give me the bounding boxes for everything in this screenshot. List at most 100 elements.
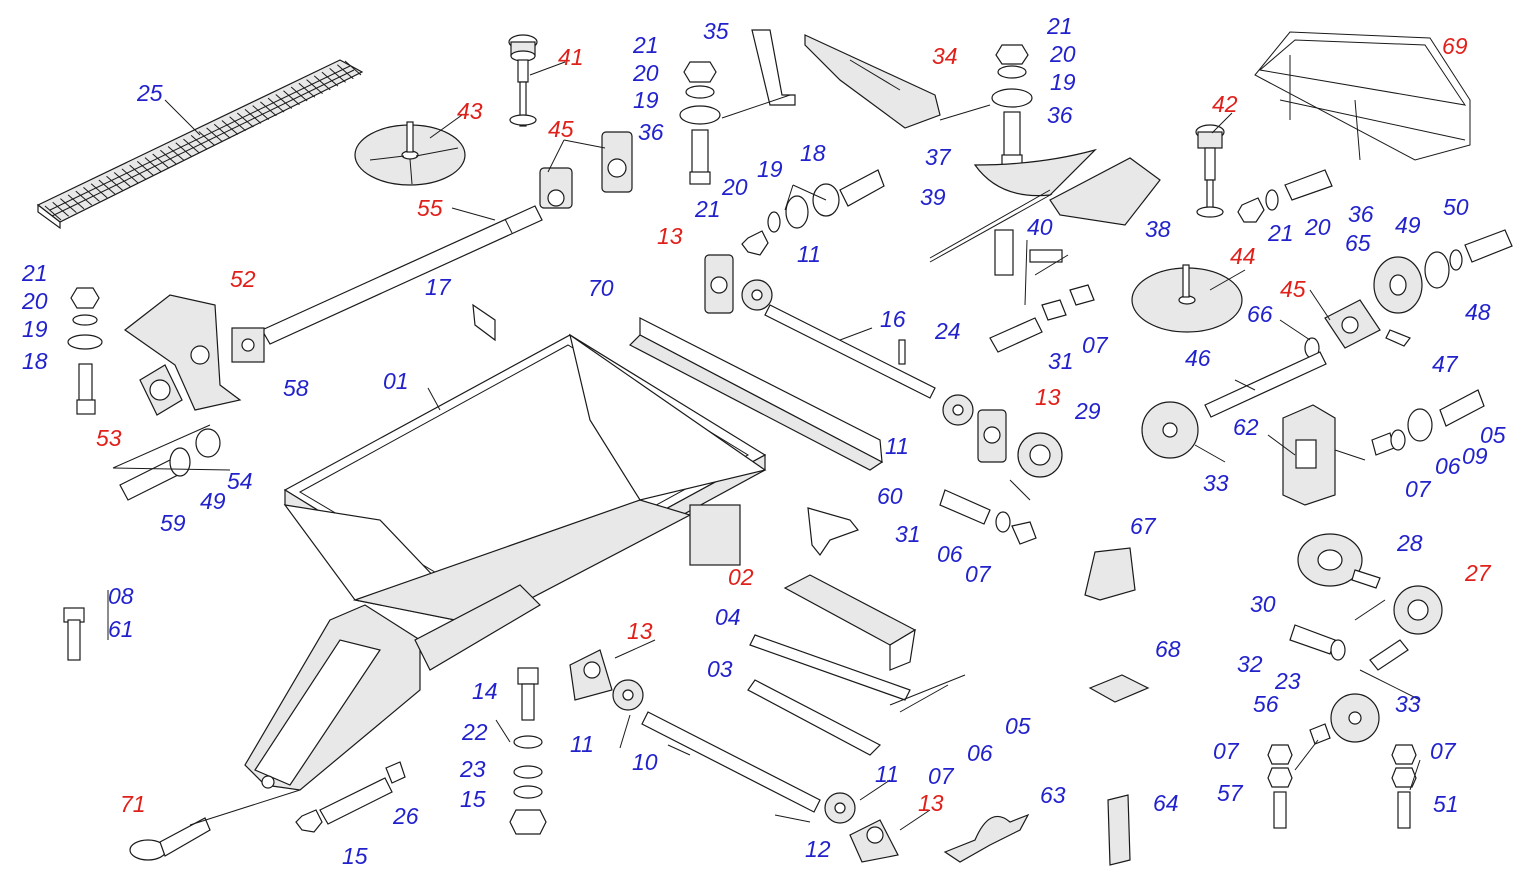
- part-label: 19: [1050, 69, 1076, 95]
- chain-rib: [160, 149, 177, 165]
- part-label: 19: [22, 316, 48, 342]
- chain-rib: [236, 112, 254, 128]
- part-label: 08: [108, 583, 134, 609]
- part-label: 06: [937, 541, 963, 567]
- part-label: 06: [1435, 453, 1461, 479]
- part-label: 13: [627, 618, 653, 644]
- part-label: 59: [160, 510, 186, 536]
- chain-rib: [198, 131, 216, 147]
- part-bolt-stack-left: [67, 287, 103, 415]
- part-key-17: [472, 303, 496, 342]
- part-bracket-63: [943, 813, 1030, 863]
- part-bearing-45-right: [1304, 299, 1411, 359]
- chain-rib: [229, 116, 246, 132]
- chain-rib: [267, 97, 285, 113]
- part-label: 71: [120, 791, 146, 817]
- part-bracket-35: [751, 29, 796, 106]
- chain-rib: [344, 60, 362, 76]
- part-label: 29: [1075, 398, 1101, 424]
- part-label: 36: [1047, 102, 1073, 128]
- part-bolt-stack-right-horizontal: [1237, 169, 1333, 223]
- part-label: 19: [757, 156, 783, 182]
- chain-rib: [290, 86, 308, 102]
- part-label: 66: [1247, 301, 1273, 327]
- part-label: 51: [1433, 791, 1459, 817]
- part-bracket-60: [807, 507, 859, 557]
- part-label: 15: [460, 786, 486, 812]
- chain-rib: [152, 153, 170, 169]
- part-label: 07: [1430, 738, 1456, 764]
- part-label: 45: [1280, 276, 1306, 302]
- part-label: 61: [108, 616, 134, 642]
- chain-rib: [244, 108, 262, 124]
- part-label: 41: [558, 44, 584, 70]
- part-shaft-46: [1204, 351, 1327, 418]
- part-bolt-stack-middle-horizontal: [741, 169, 885, 256]
- part-label: 55: [417, 195, 443, 221]
- part-label: 05: [1480, 422, 1506, 448]
- part-label: 10: [632, 749, 658, 775]
- part-label: 60: [877, 483, 903, 509]
- part-label: 33: [1203, 470, 1229, 496]
- part-label: 43: [457, 98, 483, 124]
- part-label: 23: [1275, 668, 1301, 694]
- part-label: 11: [885, 433, 909, 459]
- part-label: 67: [1130, 513, 1156, 539]
- chain-rib: [283, 90, 300, 106]
- part-label: 54: [227, 468, 253, 494]
- part-label: 20: [1305, 214, 1331, 240]
- part-nut-15-lower: [295, 809, 323, 833]
- part-bolt-stack-top-right: [991, 44, 1033, 168]
- part-label: 27: [1465, 560, 1491, 586]
- part-bearing-13-lower: [569, 649, 613, 701]
- part-sprocket-33: [1141, 401, 1199, 459]
- part-label: 31: [1048, 348, 1074, 374]
- part-label: 33: [1395, 691, 1421, 717]
- part-label: 21: [695, 196, 721, 222]
- part-bolt-05-set: [1371, 389, 1485, 456]
- part-label: 07: [928, 763, 954, 789]
- part-label: 31: [895, 521, 921, 547]
- part-label: 35: [703, 18, 729, 44]
- part-label: 03: [707, 656, 733, 682]
- part-label: 52: [230, 266, 256, 292]
- part-sprocket-33-lower: [1309, 693, 1380, 745]
- part-label: 49: [1395, 212, 1421, 238]
- part-label: 44: [1230, 243, 1256, 269]
- part-bolt-08-61: [63, 607, 85, 661]
- chain-rib: [183, 138, 200, 154]
- part-label: 22: [462, 719, 488, 745]
- part-chassis-frame: [244, 504, 741, 791]
- part-label: 21: [1047, 13, 1073, 39]
- part-label: 28: [1397, 530, 1423, 556]
- part-label: 15: [342, 843, 368, 869]
- part-label: 58: [283, 375, 309, 401]
- part-label: 53: [96, 425, 122, 451]
- chain-rib: [221, 120, 239, 135]
- chain-rib: [275, 94, 293, 109]
- chain-rib: [52, 201, 70, 217]
- part-bolt-31-set: [939, 489, 1037, 545]
- part-label: 62: [1233, 414, 1259, 440]
- chain-rib: [98, 179, 116, 195]
- part-label: 18: [800, 140, 826, 166]
- part-guard-frame-69: [1254, 31, 1471, 161]
- leader-lines: [107, 61, 1421, 831]
- part-label: 21: [1268, 220, 1294, 246]
- chain-rib: [75, 190, 93, 206]
- part-pulley-65-set: [1373, 229, 1513, 314]
- part-label: 07: [1082, 332, 1108, 358]
- part-label: 25: [137, 80, 163, 106]
- chain-rib: [190, 134, 208, 150]
- part-bolt-51-set: [1391, 744, 1417, 829]
- chain-rib: [313, 75, 331, 91]
- part-label: 04: [715, 604, 741, 630]
- part-label: 20: [22, 288, 48, 314]
- part-flange-bearing-53: [139, 364, 183, 416]
- part-label: 45: [548, 116, 574, 142]
- part-label: 57: [1217, 780, 1243, 806]
- part-spinner-disc-44: [1131, 264, 1243, 333]
- part-bearing-block-45: [539, 131, 633, 209]
- part-label: 13: [1035, 384, 1061, 410]
- part-label: 14: [472, 678, 498, 704]
